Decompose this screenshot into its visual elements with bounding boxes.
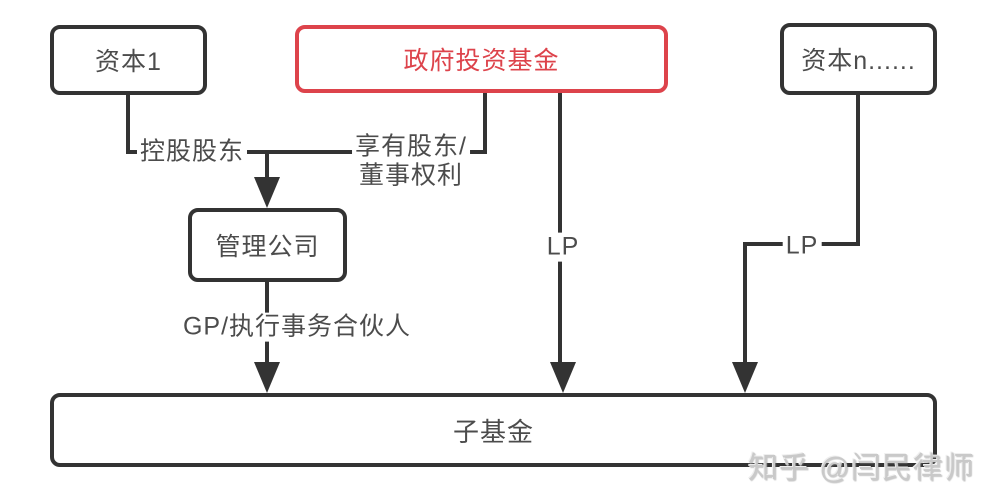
- edge-label-shareholder-director-rights: 享有股东/ 董事权利: [352, 132, 470, 190]
- edge-capitaln-down: [856, 95, 860, 246]
- node-management-company: 管理公司: [188, 208, 347, 282]
- shareholder-rights-line2: 董事权利: [358, 161, 464, 189]
- edge-to-management-stem: [265, 152, 269, 180]
- edge-govfund-lp-down: [558, 92, 562, 364]
- lp-right-text: LP: [785, 231, 819, 260]
- arrowhead-to-management-icon: [254, 177, 280, 208]
- node-sub-fund: 子基金: [50, 393, 937, 467]
- edge-govfund-down-left: [483, 92, 487, 154]
- node-capital1-label: 资本1: [95, 48, 162, 76]
- zhihu-watermark: 知乎 @闫民律师: [748, 443, 975, 487]
- edge-lp-right-down: [743, 242, 747, 364]
- edge-capital1-down: [126, 95, 130, 154]
- node-management-company-label: 管理公司: [215, 233, 320, 261]
- node-capital-n-label: 资本n......: [801, 47, 916, 75]
- edge-label-lp-right: LP: [782, 231, 822, 261]
- controlling-shareholder-text: 控股股东: [139, 137, 245, 166]
- arrowhead-gp-to-subfund-icon: [254, 362, 280, 393]
- node-government-investment-fund-label: 政府投资基金: [403, 47, 560, 75]
- shareholder-rights-line1: 享有股东/: [355, 132, 467, 161]
- arrowhead-lp-left-icon: [550, 362, 576, 393]
- node-capital1: 资本1: [50, 25, 207, 95]
- edge-label-gp-executive-partner: GP/执行事务合伙人: [179, 312, 415, 342]
- node-government-investment-fund: 政府投资基金: [295, 25, 668, 93]
- lp-left-text: LP: [546, 232, 580, 261]
- node-capital-n: 资本n......: [780, 23, 937, 95]
- edge-label-lp-left: LP: [543, 232, 583, 262]
- watermark-text: 知乎 @闫民律师: [748, 452, 975, 485]
- edge-horizontal-top: [126, 150, 487, 154]
- node-sub-fund-label: 子基金: [452, 416, 534, 447]
- edge-label-controlling-shareholder: 控股股东: [136, 137, 248, 167]
- arrowhead-lp-right-icon: [732, 362, 758, 393]
- gp-text: GP/执行事务合伙人: [182, 312, 412, 341]
